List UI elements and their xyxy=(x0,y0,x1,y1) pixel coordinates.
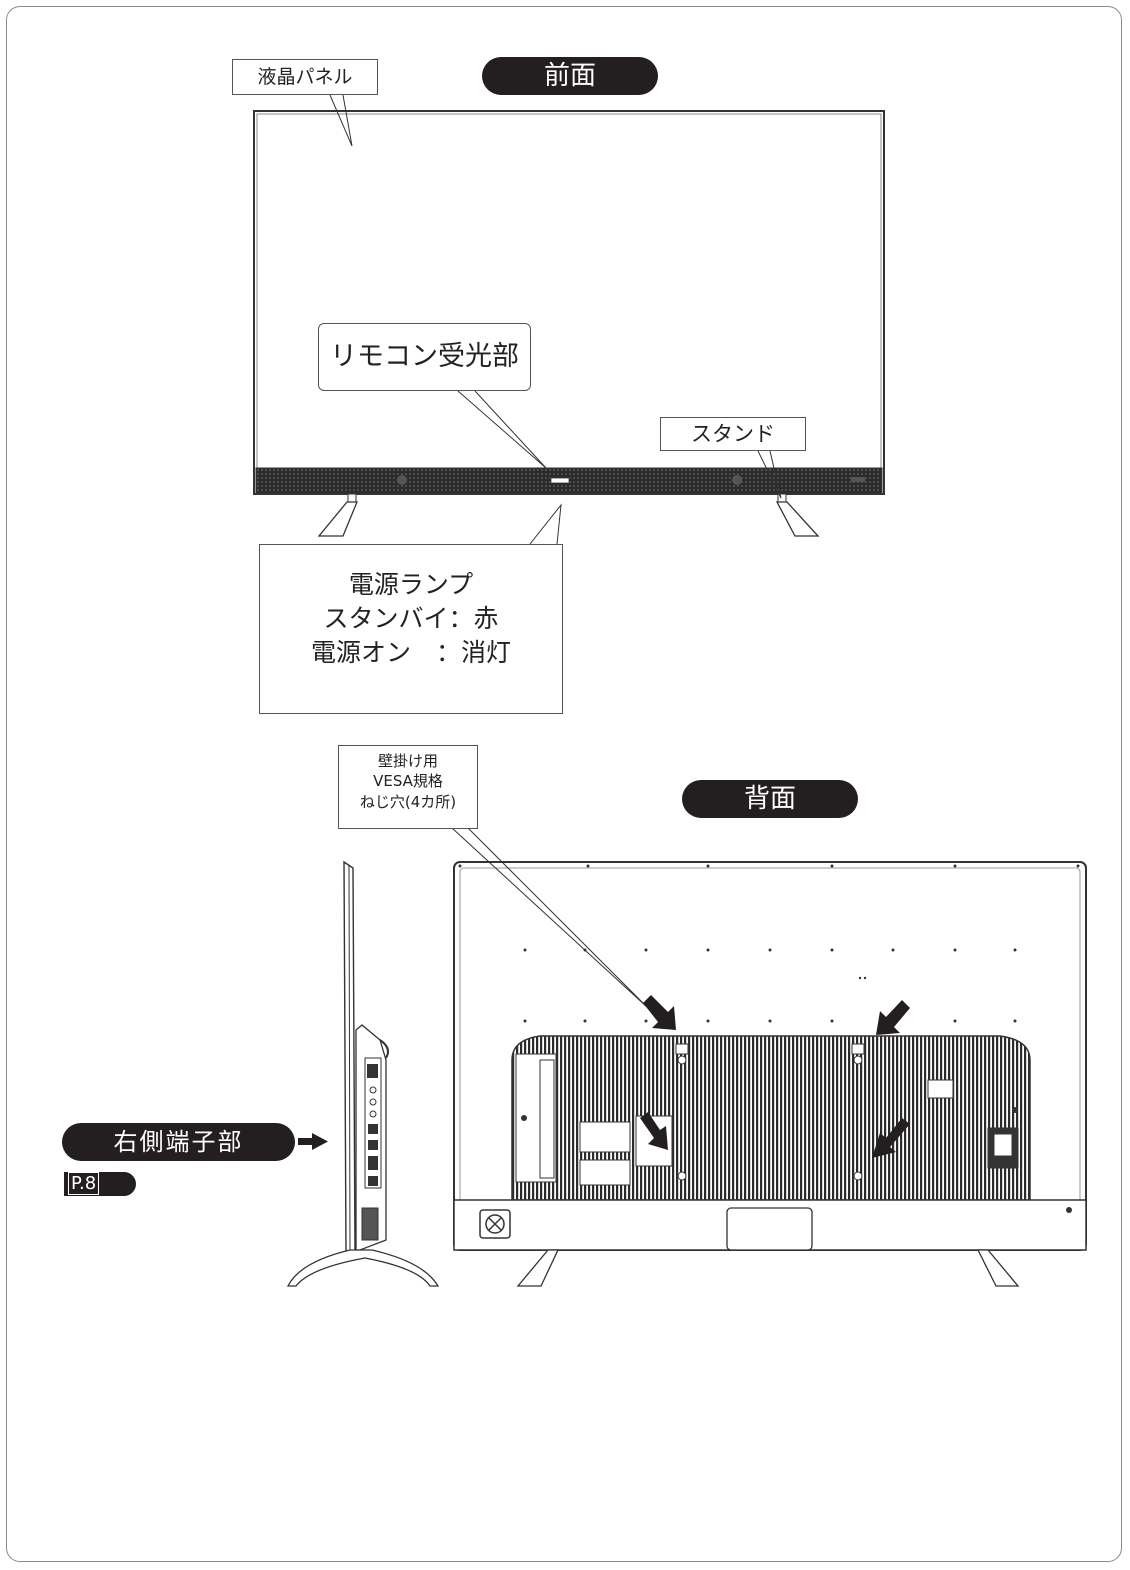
side-tv xyxy=(286,860,440,1287)
vesa-label-line1: 壁掛け用 xyxy=(377,752,438,770)
back-tv xyxy=(453,861,1087,1287)
vesa-label-line3: ねじ穴(4カ所) xyxy=(359,792,457,811)
power-lamp-title: 電源ランプ xyxy=(348,570,474,599)
page-ref-link[interactable]: P.8 xyxy=(68,1172,100,1195)
lcd-panel-label: 液晶パネル xyxy=(232,59,378,95)
power-lamp-standby: スタンバイ：赤 xyxy=(323,603,499,633)
front-stand-right xyxy=(775,493,820,537)
front-stand-left xyxy=(317,493,358,537)
stand-label: スタンド xyxy=(660,417,806,451)
vesa-label-line2: VESA規格 xyxy=(373,772,443,791)
remote-sensor-label: リモコン受光部 xyxy=(318,323,531,391)
page-frame xyxy=(6,6,1122,1562)
right-terminal-title: 右側端子部 xyxy=(62,1123,295,1161)
page-ref-badge[interactable]: P.8 xyxy=(64,1172,136,1196)
vesa-label: 壁掛け用 VESA規格 ねじ穴(4カ所) xyxy=(338,745,478,829)
right-arrow-icon xyxy=(298,1133,328,1150)
front-title: 前面 xyxy=(482,57,658,95)
power-lamp-callout: 電源ランプ スタンバイ：赤 電源オン ：消灯 xyxy=(259,544,563,714)
vesa-arrow-icons xyxy=(640,995,910,1158)
front-leader-lines xyxy=(329,94,782,545)
back-title: 背面 xyxy=(682,780,858,818)
power-lamp-on: 電源オン ：消灯 xyxy=(310,637,511,667)
